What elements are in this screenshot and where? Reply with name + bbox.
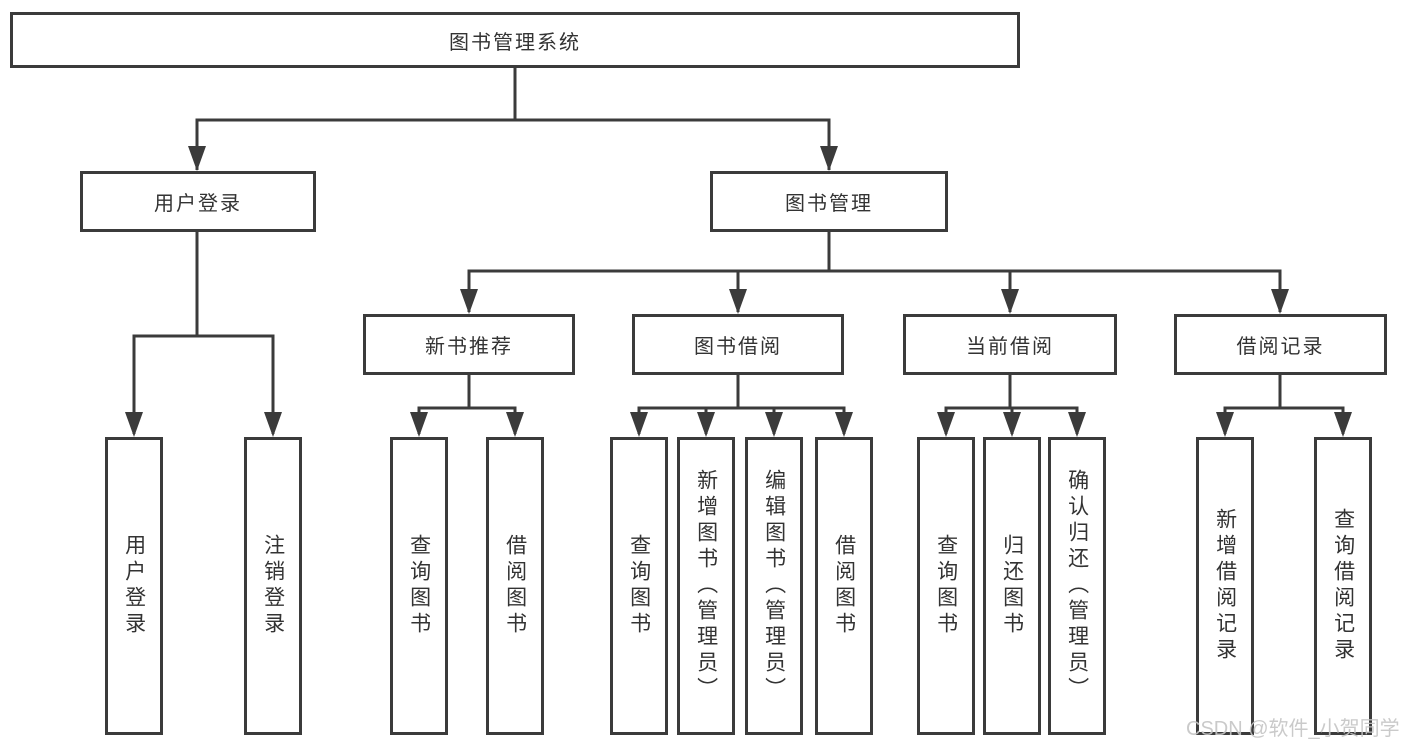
node-current-borrow: 当前借阅 [903,314,1117,375]
node-new-book-recommend: 新书推荐 [363,314,575,375]
leaf-query-books-borrow: 查询图书 [610,437,668,735]
leaf-label: 用户登录 [122,534,146,638]
leaf-user-login: 用户登录 [105,437,163,735]
leaf-label: 借阅图书 [832,534,856,638]
leaf-borrow-books: 借阅图书 [815,437,873,735]
leaf-query-books-recommend: 查询图书 [390,437,448,735]
node-book-borrow: 图书借阅 [632,314,844,375]
leaf-return-books: 归还图书 [983,437,1041,735]
node-label: 图书借阅 [694,336,782,358]
node-library-system: 图书管理系统 [10,12,1020,68]
leaf-borrow-books-recommend: 借阅图书 [486,437,544,735]
leaf-label: 归还图书 [1000,534,1024,638]
leaf-label: 确认归还（管理员） [1065,469,1089,703]
leaf-label: 查询图书 [627,534,651,638]
leaf-label: 查询借阅记录 [1331,508,1355,664]
node-user-login: 用户登录 [80,171,316,232]
leaf-add-borrow-record: 新增借阅记录 [1196,437,1254,735]
leaf-confirm-return-admin: 确认归还（管理员） [1048,437,1106,735]
leaf-label: 借阅图书 [503,534,527,638]
leaf-label: 新增图书（管理员） [694,469,718,703]
leaf-label: 编辑图书（管理员） [762,469,786,703]
node-borrow-records: 借阅记录 [1174,314,1387,375]
node-label: 新书推荐 [425,336,513,358]
leaf-label: 查询图书 [934,534,958,638]
node-label: 当前借阅 [966,336,1054,358]
leaf-label: 新增借阅记录 [1213,508,1237,664]
watermark-text: CSDN @软件_小贺同学 [1186,718,1400,740]
node-book-management: 图书管理 [710,171,948,232]
leaf-add-books-admin: 新增图书（管理员） [677,437,735,735]
leaf-query-borrow-record: 查询借阅记录 [1314,437,1372,735]
leaf-query-books-current: 查询图书 [917,437,975,735]
leaf-edit-books-admin: 编辑图书（管理员） [745,437,803,735]
node-label: 图书管理系统 [449,31,581,54]
node-label: 借阅记录 [1236,336,1325,358]
leaf-logout: 注销登录 [244,437,302,735]
node-label: 图书管理 [785,193,873,215]
leaf-label: 查询图书 [407,534,431,638]
leaf-label: 注销登录 [261,534,285,638]
node-label: 用户登录 [154,193,242,215]
